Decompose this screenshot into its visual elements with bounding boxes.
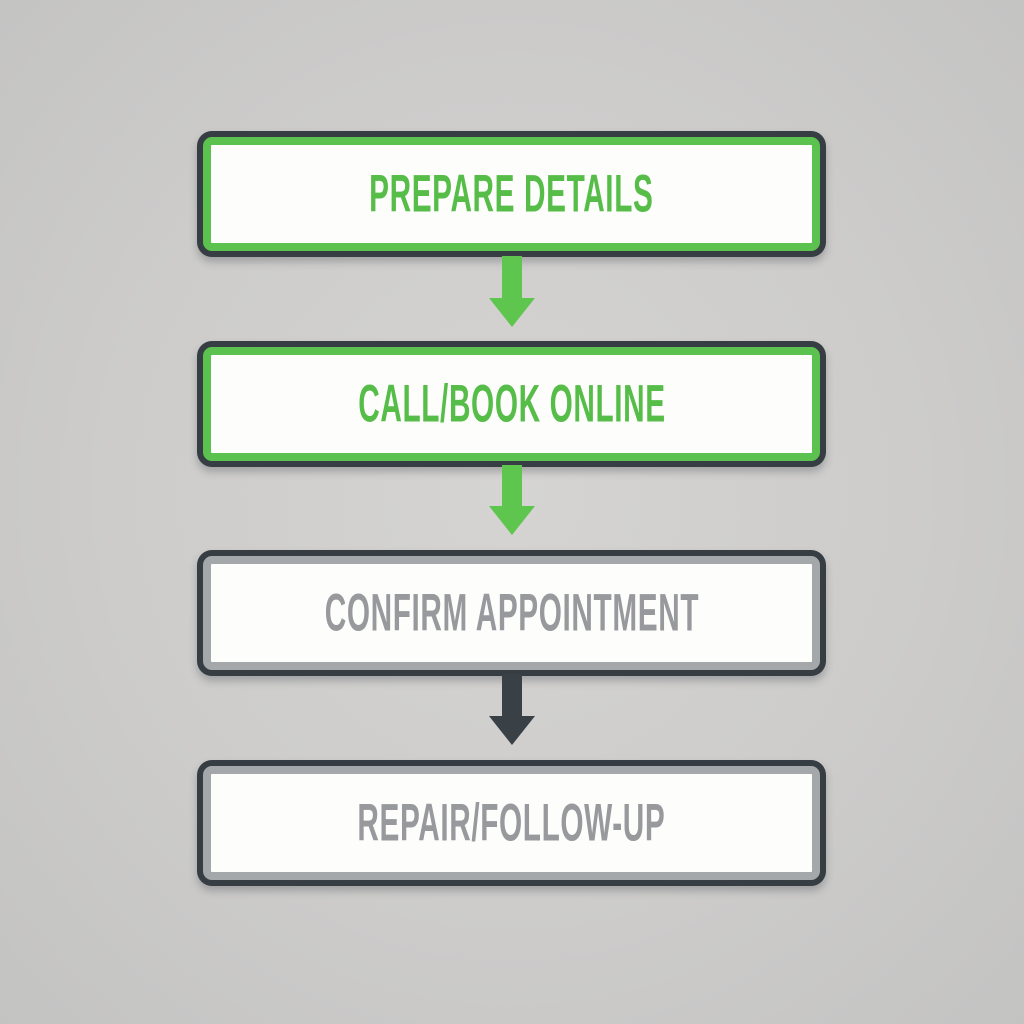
flow-step-prepare-details: PREPARE DETAILS	[197, 131, 826, 257]
flow-step-label: PREPARE DETAILS	[369, 164, 654, 224]
flow-step-call-book-online: CALL/BOOK ONLINE	[197, 341, 826, 467]
flow-step-repair-follow-up: REPAIR/FOLLOW-UP	[197, 760, 826, 886]
arrow-stem	[502, 674, 522, 716]
flow-step-label: CONFIRM APPOINTMENT	[324, 583, 699, 643]
flow-step-inner: CONFIRM APPOINTMENT	[203, 556, 820, 670]
flow-step-inner: CALL/BOOK ONLINE	[203, 347, 820, 461]
flow-step-inner: REPAIR/FOLLOW-UP	[203, 766, 820, 880]
flow-step-inner: PREPARE DETAILS	[203, 137, 820, 251]
arrow-stem	[502, 465, 522, 506]
arrow-head	[489, 298, 535, 327]
flow-step-label: CALL/BOOK ONLINE	[357, 374, 666, 434]
flow-step-label: REPAIR/FOLLOW-UP	[357, 793, 666, 853]
arrow-head	[489, 506, 535, 535]
arrow-head	[489, 716, 535, 745]
flow-step-confirm-appointment: CONFIRM APPOINTMENT	[197, 550, 826, 676]
arrow-stem	[502, 256, 522, 298]
